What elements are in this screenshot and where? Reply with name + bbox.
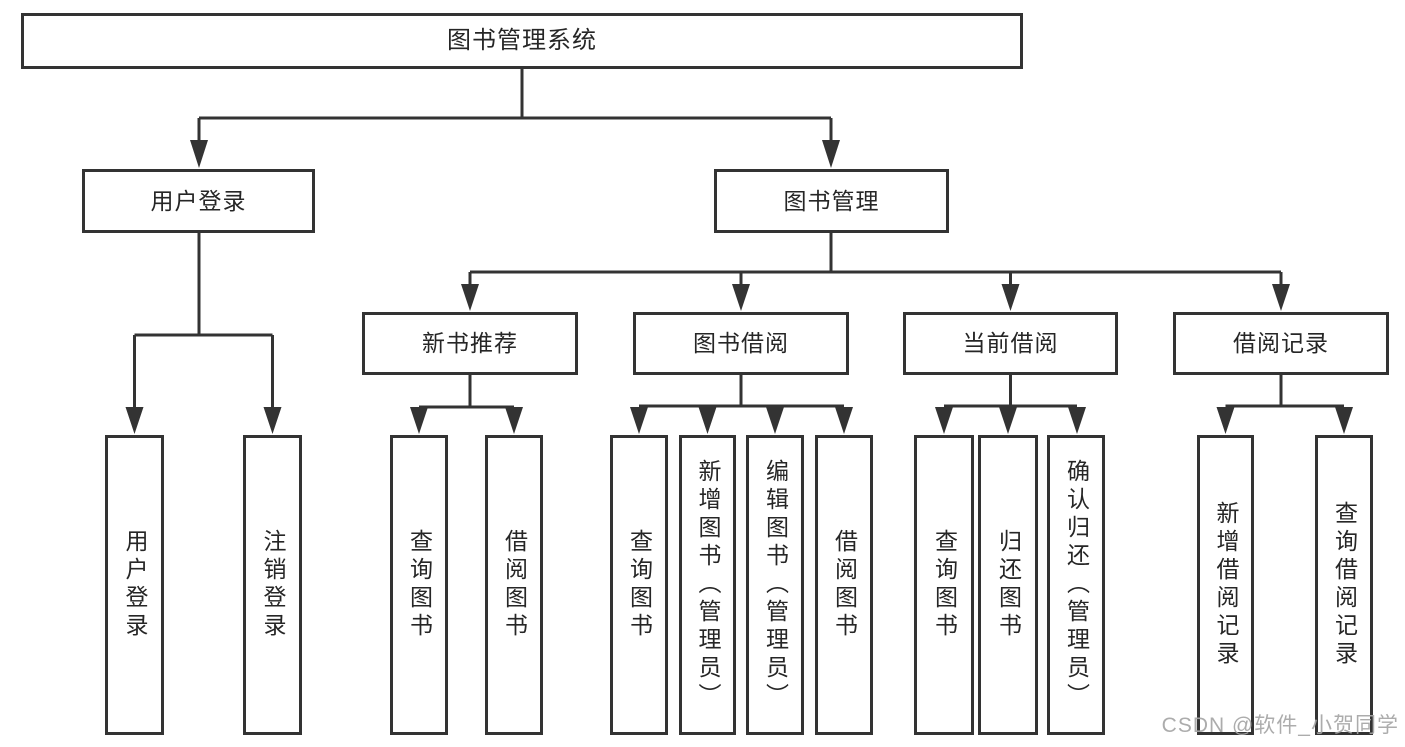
node-label: 归还图书 — [995, 529, 1022, 641]
leaf-add-borrow-record: 新增借阅记录 — [1197, 435, 1254, 735]
node-new-book-recommendation: 新书推荐 — [362, 312, 578, 375]
tree-edges — [133, 69, 1344, 409]
node-book-borrowing: 图书借阅 — [633, 312, 849, 375]
node-label: 借阅记录 — [1233, 330, 1329, 356]
leaf-logout: 注销登录 — [243, 435, 302, 735]
node-label: 图书借阅 — [693, 330, 789, 356]
node-book-management: 图书管理 — [714, 169, 949, 233]
node-label: 新增图书（管理员） — [695, 459, 721, 711]
node-label: 借阅图书 — [831, 529, 858, 641]
arrow-down-icon — [1272, 284, 1290, 311]
arrow-down-icon — [935, 407, 953, 434]
arrow-down-icon — [125, 407, 144, 434]
node-label: 用户登录 — [122, 529, 148, 641]
leaf-query-books-borrow: 查询图书 — [610, 435, 668, 735]
arrow-down-icon — [732, 284, 750, 311]
node-borrowing-records: 借阅记录 — [1173, 312, 1389, 375]
node-user-login: 用户登录 — [82, 169, 315, 233]
arrow-down-icon — [822, 140, 840, 168]
arrow-down-icon — [698, 407, 717, 434]
leaf-edit-books-admin: 编辑图书（管理员） — [746, 435, 804, 735]
arrow-down-icon — [190, 140, 208, 168]
leaf-query-books-recommend: 查询图书 — [390, 435, 448, 735]
arrow-down-icon — [410, 407, 428, 434]
node-library-management-system: 图书管理系统 — [21, 13, 1023, 69]
arrow-down-icon — [1335, 407, 1353, 434]
node-label: 图书管理 — [783, 187, 880, 214]
node-label: 当前借阅 — [962, 330, 1059, 356]
node-label: 查询图书 — [626, 529, 653, 641]
node-label: 注销登录 — [260, 529, 286, 641]
node-label: 查询借阅记录 — [1331, 501, 1358, 669]
arrow-down-icon — [1216, 407, 1235, 434]
leaf-query-books-current: 查询图书 — [914, 435, 974, 735]
node-label: 新增借阅记录 — [1213, 501, 1239, 669]
leaf-borrow-books-recommend: 借阅图书 — [485, 435, 543, 735]
arrow-down-icon — [263, 407, 282, 434]
arrow-down-icon — [835, 407, 853, 434]
csdn-watermark: CSDN @软件_小贺同学 — [1161, 714, 1399, 737]
node-label: 借阅图书 — [501, 529, 528, 641]
node-label: 用户登录 — [150, 187, 247, 214]
arrow-down-icon — [1068, 407, 1086, 434]
node-current-borrowing: 当前借阅 — [903, 312, 1118, 375]
node-label: 编辑图书（管理员） — [762, 459, 789, 711]
arrow-down-icon — [505, 407, 523, 434]
leaf-return-books: 归还图书 — [978, 435, 1038, 735]
arrow-down-icon — [766, 407, 784, 434]
arrow-down-icon — [1001, 284, 1020, 311]
leaf-user-login: 用户登录 — [105, 435, 164, 735]
arrow-down-icon — [461, 284, 479, 311]
leaf-confirm-return-admin: 确认归还（管理员） — [1047, 435, 1105, 735]
node-label: 查询图书 — [406, 529, 433, 641]
arrowhead-icons — [125, 140, 1353, 434]
leaf-query-borrow-record: 查询借阅记录 — [1315, 435, 1373, 735]
arrow-down-icon — [630, 407, 648, 434]
node-label: 新书推荐 — [422, 330, 518, 356]
node-label: 查询图书 — [931, 529, 958, 641]
leaf-add-books-admin: 新增图书（管理员） — [679, 435, 736, 735]
node-label: 确认归还（管理员） — [1063, 459, 1090, 711]
node-label: 图书管理系统 — [447, 27, 597, 54]
arrow-down-icon — [999, 407, 1017, 434]
leaf-borrow-books: 借阅图书 — [815, 435, 873, 735]
